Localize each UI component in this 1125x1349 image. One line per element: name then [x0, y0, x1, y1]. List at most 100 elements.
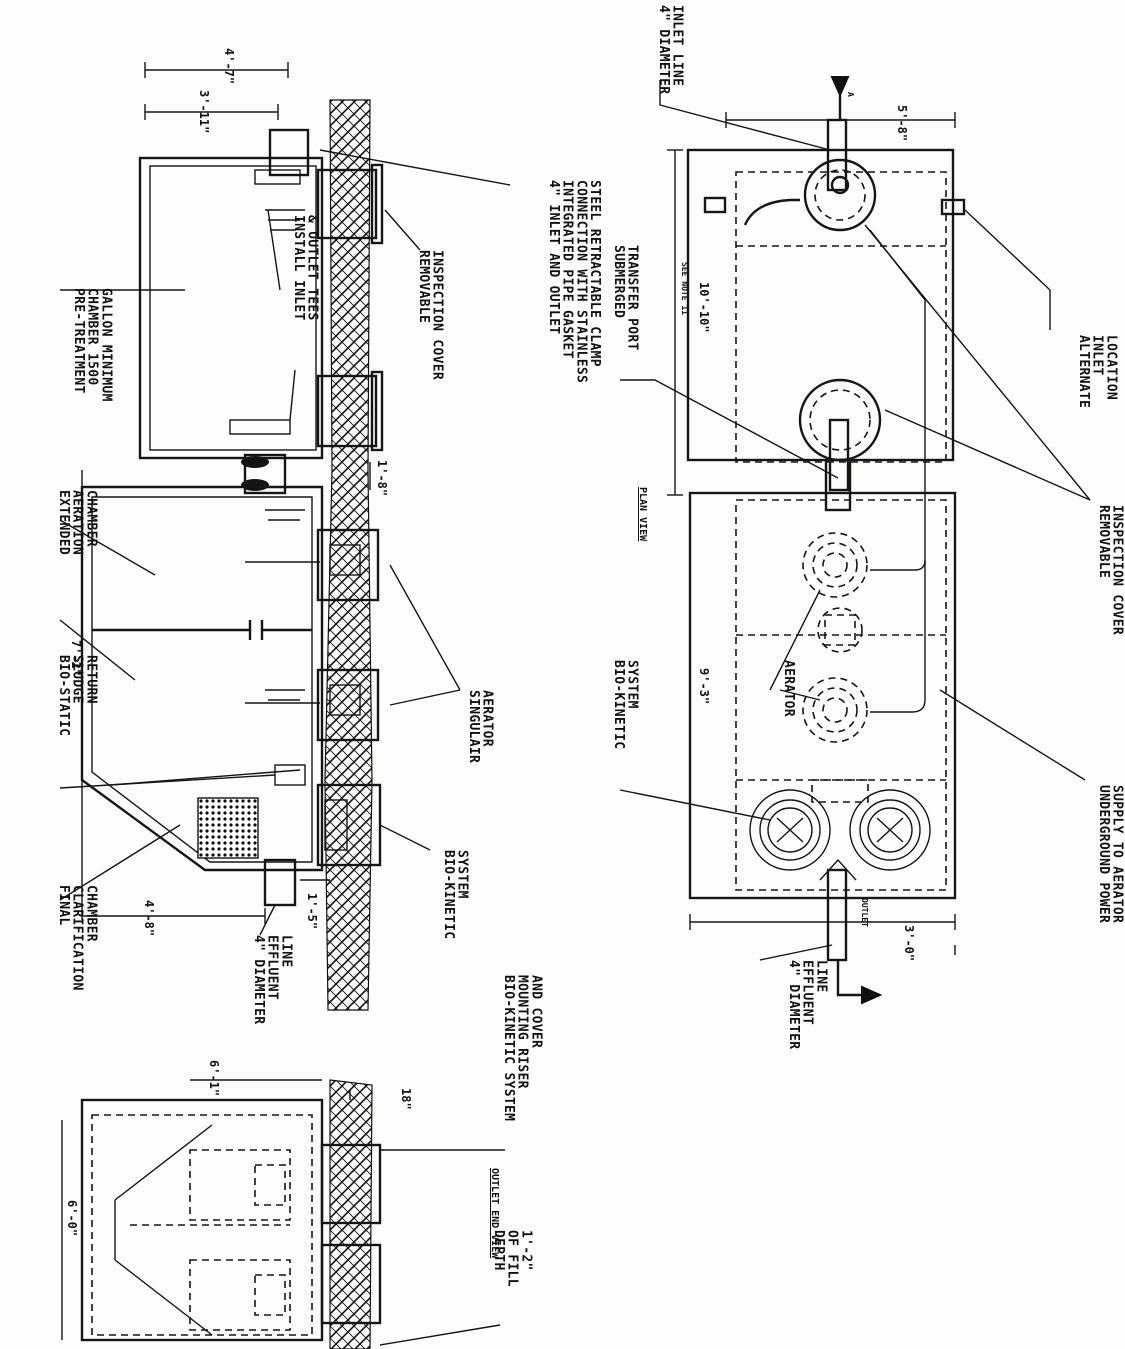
- dim-section-d4: 7'-2": [69, 640, 83, 676]
- label-section-inspection-cover-line: REMOVABLE: [416, 250, 431, 323]
- label-transfer-port: SUBMERGEDTRANSFER PORT: [611, 245, 640, 351]
- plan-effluent-pipe: [826, 868, 848, 962]
- label-plan-view-title-line: PLAN VIEW: [637, 487, 648, 542]
- label-sludge-return-line: BIO-STATIC: [56, 655, 71, 736]
- label-aerator-line: AERATOR: [781, 660, 796, 717]
- label-section-bio-kinetic: BIO-KINETICSYSTEM: [441, 850, 470, 939]
- label-power-supply: UNDERGROUND POWERSUPPLY TO AERATOR: [1096, 785, 1125, 923]
- section-bio-kinetic-media: [197, 797, 259, 859]
- label-inlet-line-line: INLET LINE: [670, 5, 685, 86]
- dim-plan-width-bottom: 3'-0": [902, 925, 916, 961]
- section-effluent-pipe: [263, 858, 297, 907]
- label-singulair-aerator: SINGULAIRAERATOR: [466, 690, 495, 763]
- label-inlet-outlet: 4" INLET AND OUTLETINTEGRATED PIPE GASKE…: [546, 180, 602, 383]
- label-sludge-return-line: RETURN: [83, 655, 98, 704]
- label-clarification-line: FINAL: [56, 885, 71, 926]
- dim-plan-width-top: 5'-8": [895, 105, 909, 141]
- label-power-supply-line: SUPPLY TO AERATOR: [1110, 785, 1125, 923]
- label-outlet-end-view-title: OUTLET END VIEW: [489, 1168, 500, 1259]
- label-alternate-inlet-line: INLET: [1090, 335, 1105, 376]
- label-plan-effluent-line: LINE: [813, 960, 828, 993]
- label-section-effluent-line: LINE: [278, 935, 293, 968]
- label-section-effluent-line: 4" DIAMETER: [251, 935, 266, 1024]
- label-alternate-inlet-line: ALTERNATE: [1076, 335, 1091, 408]
- label-depth-of-fill: DEPTHOF FILL1'-2": [491, 1230, 533, 1287]
- label-aeration-line: CHAMBER: [83, 490, 98, 547]
- section-outlet-tee: [229, 419, 291, 435]
- outlet-end-view: [61, 1079, 505, 1349]
- label-arrow-tag: A: [846, 92, 855, 97]
- label-pretreatment-line: PRE-TREATMENT: [71, 288, 86, 394]
- label-singulair-aerator-line: SINGULAIR: [466, 690, 481, 763]
- plan-bio-kinetic-2: [849, 789, 931, 871]
- label-plan-bio-kinetic-line: SYSTEM: [625, 660, 640, 709]
- dim-section-d3: 1'-8": [375, 460, 389, 496]
- label-sludge-return: BIO-STATICSLUDGERETURN: [56, 655, 98, 736]
- plan-bio-kinetic-1: [749, 789, 831, 871]
- dim-section-d4-line: 7'-2": [69, 640, 83, 676]
- plan-aerator-1: [802, 532, 868, 598]
- plan-power-line: [869, 229, 926, 571]
- label-depth-of-fill-line: OF FILL: [505, 1230, 520, 1287]
- label-section-inspection-cover-line: INSPECTION COVER: [430, 250, 445, 380]
- label-inlet-outlet-line: 4" INLET AND OUTLET: [546, 180, 561, 334]
- plan-transfer-port: [824, 458, 852, 512]
- label-alternate-inlet: ALTERNATEINLETLOCATION: [1076, 335, 1118, 408]
- dim-end-d2: 6'-1": [207, 1060, 221, 1096]
- label-transfer-port-line: TRANSFER PORT: [625, 245, 640, 351]
- plan-view: [619, 75, 1091, 1005]
- end-view-soil: [329, 1079, 373, 1349]
- label-clarification-line: CLARIFICATION: [70, 885, 85, 991]
- label-inlet-outlet-line: INTEGRATED PIPE GASKET: [560, 180, 575, 359]
- dim-section-d2-line: 3'-11": [197, 90, 211, 133]
- dim-end-d3-line: 6'-0": [65, 1200, 79, 1236]
- plan-pretreatment-tank: [686, 148, 955, 462]
- dim-section-d3-line: 1'-8": [375, 460, 389, 496]
- dim-plan-length-pre: 10'-10": [697, 282, 711, 333]
- dim-plan-length-pre-line: 10'-10": [697, 282, 711, 333]
- dim-plan-length-main-line: 9'-3": [697, 668, 711, 704]
- dim-end-d1-line: 18": [399, 1088, 413, 1110]
- dim-section-d1: 4'-7": [222, 48, 236, 84]
- label-plan-effluent-line: 4" DIAMETER: [786, 960, 801, 1049]
- label-section-bio-kinetic-line: BIO-KINETIC: [441, 850, 456, 939]
- label-inlet-line: 4" DIAMETERINLET LINE: [656, 5, 685, 94]
- dim-section-d6: 1'-5": [305, 893, 319, 929]
- end-view-riser-1: [320, 1143, 382, 1225]
- section-view: [59, 62, 511, 1011]
- label-plan-effluent: 4" DIAMETEREFFLUENTLINE: [786, 960, 828, 1049]
- label-plan-inspection-cover: REMOVABLEINSPECTION COVER: [1096, 505, 1125, 635]
- dim-section-d5: 4'-8": [142, 900, 156, 936]
- section-inlet-pipe: [268, 128, 310, 177]
- label-pretreatment-line: CHAMBER 1500: [85, 288, 100, 386]
- label-outlet-tag-line: OUTLET: [860, 898, 869, 927]
- section-pretreatment-chamber: [138, 156, 324, 460]
- dim-section-d2: 3'-11": [197, 90, 211, 133]
- label-depth-of-fill-line: 1'-2": [518, 1230, 533, 1271]
- label-aeration: EXTENDEDAERATIONCHAMBER: [56, 490, 98, 555]
- section-aerator-1: [245, 528, 380, 602]
- plan-aerator-2: [802, 677, 868, 743]
- label-section-inspection-cover: REMOVABLEINSPECTION COVER: [416, 250, 445, 380]
- label-clarification-line: CHAMBER: [83, 885, 98, 942]
- section-aerator-2: [245, 668, 380, 742]
- label-inlet-line-line: 4" DIAMETER: [656, 5, 671, 94]
- section-soil: [324, 99, 373, 1011]
- section-inspection-cover-2: [316, 374, 378, 448]
- dim-plan-length-main: 9'-3": [697, 668, 711, 704]
- label-plan-bio-kinetic: BIO-KINETICSYSTEM: [611, 660, 640, 749]
- dim-plan-width-top-line: 5'-8": [895, 105, 909, 141]
- dim-end-d2-line: 6'-1": [207, 1060, 221, 1096]
- dim-end-d3: 6'-0": [65, 1200, 79, 1236]
- plan-aerator-center: [817, 607, 863, 653]
- label-transfer-port-line: SUBMERGED: [611, 245, 626, 318]
- label-riser-line: MOUNTING RISER: [515, 975, 530, 1089]
- label-inlet-outlet-line: STEEL RETRACTABLE CLAMP: [587, 180, 602, 367]
- label-alternate-inlet-line: LOCATION: [1103, 335, 1118, 400]
- dim-plan-see-note-line: SEE NOTE 11: [680, 262, 689, 315]
- dim-section-d1-line: 4'-7": [222, 48, 236, 84]
- label-tees-line: & OUTLET TEES: [305, 215, 320, 321]
- label-riser-line: AND COVER: [528, 975, 543, 1048]
- label-singulair-aerator-line: AERATOR: [480, 690, 495, 747]
- label-section-effluent-line: EFFLUENT: [265, 935, 280, 1000]
